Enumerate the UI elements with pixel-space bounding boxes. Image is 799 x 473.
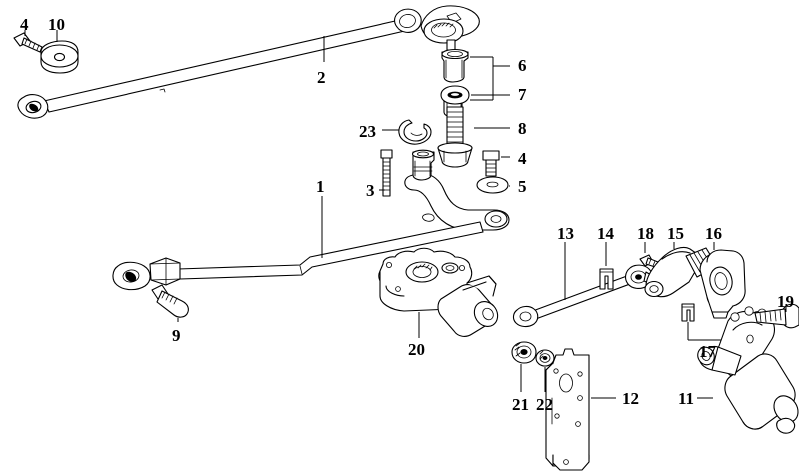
callout-5: 5 bbox=[518, 177, 527, 196]
leader-6 bbox=[470, 56, 510, 101]
callout-16: 16 bbox=[705, 224, 722, 243]
part-2-linkage-rod-upper bbox=[17, 8, 422, 119]
callout-14: 14 bbox=[597, 224, 614, 243]
part-3-long-screw bbox=[380, 149, 393, 197]
part-1-linkage-rod-lower bbox=[112, 221, 484, 291]
callout-22: 22 bbox=[536, 395, 553, 414]
pivot-head-plate bbox=[420, 5, 480, 51]
part-4-hex-screw-top bbox=[13, 32, 43, 53]
part-6-bushing-upper bbox=[441, 48, 469, 83]
callout-10: 10 bbox=[48, 15, 65, 34]
part-10-spacer-disc bbox=[40, 40, 79, 74]
callout-2: 2 bbox=[317, 68, 326, 87]
callout-8: 8 bbox=[518, 119, 527, 138]
callout-20: 20 bbox=[408, 340, 425, 359]
part-20-wiper-gearbox bbox=[378, 247, 499, 337]
part-23-circlip bbox=[398, 119, 432, 145]
callout-3: 3 bbox=[366, 181, 375, 200]
callout-19: 19 bbox=[777, 292, 794, 311]
part-22-grommet-small bbox=[535, 349, 555, 367]
callout-9: 9 bbox=[172, 326, 181, 345]
part-12-mounting-bracket bbox=[545, 348, 590, 471]
callout-6: 6 bbox=[518, 56, 527, 75]
callout-21: 21 bbox=[512, 395, 529, 414]
callout-4-top: 4 bbox=[20, 15, 29, 34]
part-21-grommet-large bbox=[511, 341, 537, 364]
callout-11: 11 bbox=[678, 389, 695, 408]
part-11-wiper-motor bbox=[697, 306, 799, 434]
part-13-connecting-rod bbox=[512, 264, 658, 328]
part-4-hex-screw-mid bbox=[482, 150, 500, 177]
callout-17: 17 bbox=[699, 342, 716, 361]
part-17-clip-left bbox=[681, 303, 695, 322]
part-7-seal-washer bbox=[440, 85, 470, 105]
part-14-retaining-clip bbox=[599, 268, 614, 290]
part-9-mounting-screw bbox=[151, 284, 189, 318]
leader-17 bbox=[687, 322, 750, 341]
callout-15: 15 bbox=[667, 224, 684, 243]
callout-18: 18 bbox=[637, 224, 654, 243]
callout-13: 13 bbox=[557, 224, 574, 243]
callout-23: 23 bbox=[359, 122, 376, 141]
callout-12: 12 bbox=[622, 389, 639, 408]
part-8-flange-bolt bbox=[437, 106, 473, 168]
callout-4-mid: 4 bbox=[518, 149, 527, 168]
part-5-flat-washer bbox=[476, 176, 509, 194]
callout-7: 7 bbox=[518, 85, 527, 104]
s-curve-linkage-arm bbox=[404, 149, 510, 231]
part-16-bearing-bracket bbox=[699, 249, 746, 319]
callout-1: 1 bbox=[316, 177, 325, 196]
